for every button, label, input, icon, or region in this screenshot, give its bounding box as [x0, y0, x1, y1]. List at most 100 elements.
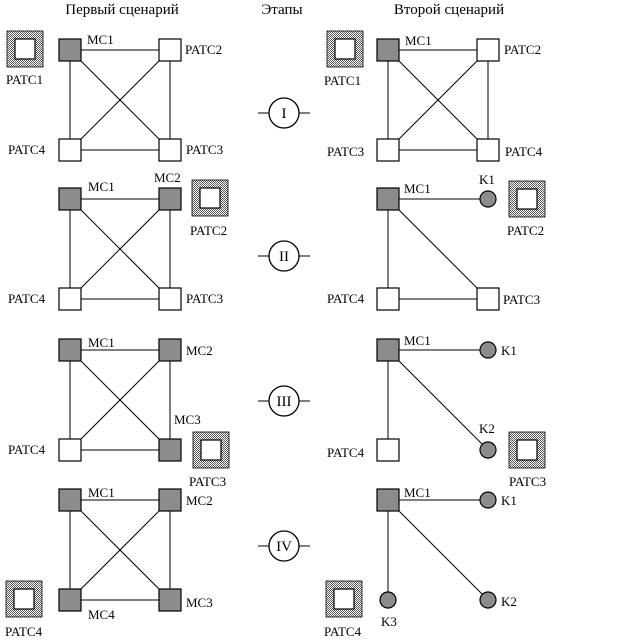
stage-label-1: I [282, 106, 287, 122]
right-stage-4: MC1 K1 K3 K2 PATC4 [324, 485, 517, 639]
label-patc2: PATC2 [190, 223, 227, 238]
label-mc1: MC1 [405, 33, 432, 48]
label-k3: K3 [381, 614, 397, 629]
label-patc4: PATC4 [327, 445, 365, 460]
label-patc4: PATC4 [8, 291, 46, 306]
node-mc4 [58, 588, 82, 612]
label-k1: K1 [501, 343, 517, 358]
label-mc1: MC1 [88, 485, 115, 500]
isolated-station-frame [192, 431, 230, 469]
label-k1: K1 [501, 493, 517, 508]
label-mc1: MC1 [404, 333, 431, 348]
left-stage-3: MC1 MC2 PATC4 MC3 PATC3 [8, 335, 230, 489]
label-mc2: MC2 [154, 170, 181, 185]
right-stage-3: MC1 K1 PATC4 K2 PATC3 [327, 333, 546, 489]
node-patc3 [158, 138, 182, 162]
label-mc1: MC1 [88, 335, 115, 350]
label-patc1: PATC1 [324, 73, 361, 88]
right-stage-1: PATC1 MC1 PATC2 PATC3 PATC4 [324, 30, 543, 162]
label-patc1: PATC1 [6, 72, 43, 87]
label-mc2: MC2 [186, 343, 213, 358]
isolated-station [200, 439, 222, 461]
isolated-station [333, 588, 355, 610]
node-mc1 [58, 38, 82, 62]
label-patc2: PATC2 [185, 42, 222, 57]
node-mc1 [58, 338, 82, 362]
node-mc2 [158, 338, 182, 362]
isolated-station [516, 188, 538, 210]
left-stage-2: MC1 MC2 PATC2 PATC4 PATC3 [8, 170, 229, 311]
node-k1 [479, 190, 497, 208]
left-stage-4: MC1 MC2 MC4 MC3 PATC4 [5, 485, 213, 639]
stage-label-3: III [277, 394, 292, 410]
stage-marker-4: IV [258, 530, 310, 562]
label-mc1: MC1 [404, 181, 431, 196]
node-patc4 [376, 438, 400, 462]
label-patc4: PATC4 [8, 142, 46, 157]
node-mc1 [376, 338, 400, 362]
label-patc3: PATC3 [186, 291, 223, 306]
label-patc3: PATC3 [503, 292, 540, 307]
label-mc1: MC1 [404, 485, 431, 500]
right-stage-2: MC1 K1 PATC2 PATC4 PATC3 [327, 172, 546, 311]
node-patc4 [476, 138, 500, 162]
node-patc2 [158, 38, 182, 62]
label-patc4: PATC4 [505, 144, 543, 159]
node-mc1 [376, 38, 400, 62]
label-patc4: PATC4 [5, 624, 43, 639]
isolated-station [199, 187, 221, 209]
node-mc1 [58, 187, 82, 211]
node-mc1 [376, 488, 400, 512]
node-k2 [479, 441, 497, 459]
node-mc2 [158, 187, 182, 211]
label-k2: K2 [501, 594, 517, 609]
stage-marker-1: I [258, 97, 310, 129]
node-k1 [479, 341, 497, 359]
stage-label-4: IV [276, 539, 292, 555]
node-patc4 [58, 438, 82, 462]
label-mc1: MC1 [87, 32, 114, 47]
node-mc3 [158, 438, 182, 462]
label-mc4: MC4 [88, 607, 115, 622]
label-mc3: MC3 [186, 595, 213, 610]
node-k2 [479, 591, 497, 609]
node-patc3 [376, 138, 400, 162]
isolated-station [13, 588, 35, 610]
stage-label-2: II [279, 249, 289, 265]
header-first-scenario: Первый сценарий [65, 2, 179, 18]
isolated-station [516, 439, 538, 461]
node-patc4 [58, 287, 82, 311]
label-patc4: PATC4 [327, 291, 365, 306]
node-patc4 [58, 138, 82, 162]
label-k1: K1 [479, 172, 495, 187]
isolated-station [14, 38, 36, 60]
node-patc4 [376, 287, 400, 311]
node-mc1 [58, 488, 82, 512]
node-mc1 [376, 187, 400, 211]
label-patc2: PATC2 [507, 223, 544, 238]
label-mc1: MC1 [88, 179, 115, 194]
node-k1 [479, 491, 497, 509]
node-mc2 [158, 488, 182, 512]
node-mc3 [158, 588, 182, 612]
label-patc2: PATC2 [504, 42, 541, 57]
label-patc4: PATC4 [324, 624, 362, 639]
label-patc3: PATC3 [327, 144, 364, 159]
node-patc3 [158, 287, 182, 311]
header-second-scenario: Второй сценарий [394, 2, 504, 18]
label-patc3: PATC3 [509, 474, 546, 489]
label-patc3: PATC3 [189, 474, 226, 489]
node-patc2 [476, 38, 500, 62]
stage-marker-3: III [258, 385, 310, 417]
label-mc3: MC3 [174, 412, 201, 427]
stage-marker-2: II [258, 240, 310, 272]
left-stage-1: PATC1 MC1 PATC2 PATC4 PATC3 [6, 30, 223, 162]
node-patc3 [476, 287, 500, 311]
label-patc4: PATC4 [8, 442, 46, 457]
header-stages: Этапы [261, 2, 302, 18]
isolated-station [334, 38, 356, 60]
label-patc3: PATC3 [186, 142, 223, 157]
label-mc2: MC2 [186, 493, 213, 508]
label-k2: K2 [479, 421, 495, 436]
